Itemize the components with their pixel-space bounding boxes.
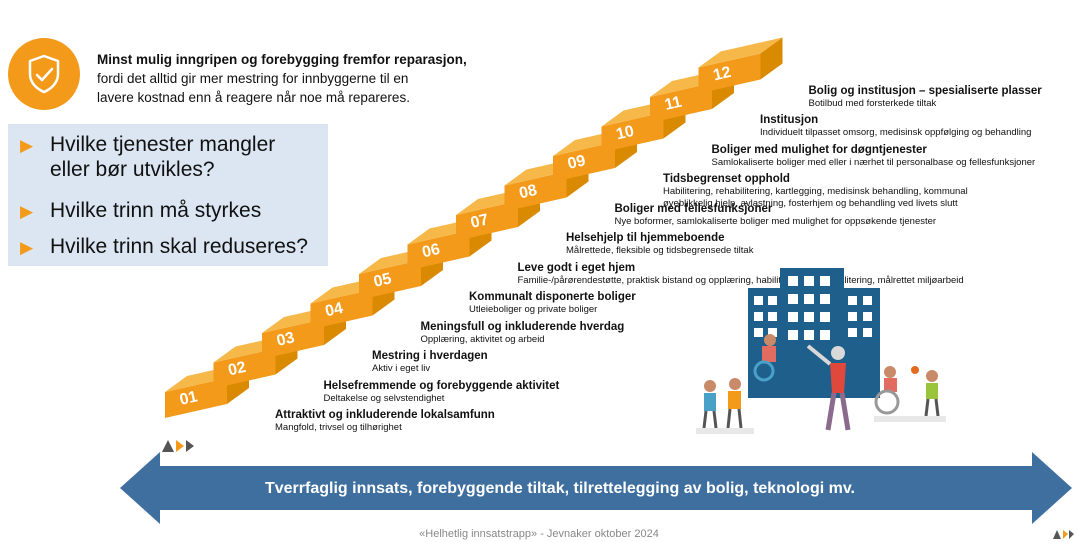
step-number: 03 <box>275 329 296 350</box>
intro-bold: Minst mulig inngripen og forebygging fre… <box>97 52 467 67</box>
shield-badge <box>8 38 80 110</box>
logo-icon <box>1053 530 1074 539</box>
questions-box: ▶ Hvilke tjenester mangler eller bør utv… <box>8 124 328 266</box>
step-number: 04 <box>324 300 345 321</box>
step-subtitle: Habilitering, rehabilitering, kartleggin… <box>663 186 968 197</box>
step-number: 08 <box>518 182 539 203</box>
building-windows <box>754 276 872 340</box>
step-subtitle: Nye boformer, samlokaliserte boliger med… <box>614 215 937 227</box>
step-title: Helsehjelp til hjemmeboende <box>566 232 725 244</box>
step-number: 01 <box>178 388 199 409</box>
logo-icon <box>162 440 194 452</box>
shield-check-icon <box>28 54 60 94</box>
step-label-12: Bolig og institusjon – spesialiserte pla… <box>809 85 1042 110</box>
buildings-illustration <box>696 268 946 434</box>
step-number: 09 <box>566 152 587 173</box>
step-title: Attraktivt og inkluderende lokalsamfunn <box>275 409 495 421</box>
step-title: Meningsfull og inkluderende hverdag <box>420 320 625 333</box>
step-title: Mestring i hverdagen <box>372 350 488 362</box>
step-title: Helsefremmende og forebyggende aktivitet <box>323 379 560 392</box>
step-12: 12 <box>698 37 783 94</box>
step-number: 12 <box>712 64 733 85</box>
step-subtitle: Familie-/pårørendestøtte, praktisk bista… <box>517 274 964 286</box>
step-title: Kommunalt disponerte boliger <box>469 291 636 303</box>
step-subtitle: Botilbud med forsterkede tiltak <box>808 97 937 109</box>
people-illustration <box>696 334 946 434</box>
step-subtitle: Opplæring, aktivitet og arbeid <box>420 333 545 345</box>
step-number: 02 <box>227 359 248 380</box>
step-title: Tidsbegrenset opphold <box>663 173 790 185</box>
step-subtitle-2: øyeblikkelig hjelp, avlastning, fosterhj… <box>663 198 958 209</box>
step-title: Institusjon <box>760 114 819 126</box>
step-title: Bolig og institusjon – spesialiserte pla… <box>808 84 1042 97</box>
step-number: 05 <box>372 270 393 291</box>
step-number: 11 <box>663 94 683 114</box>
question-2-line-1: Hvilke trinn må styrkes <box>50 199 262 222</box>
step-title: Leve godt i eget hjem <box>517 261 636 274</box>
step-subtitle: Målrettede, fleksible og tidsbegrensede … <box>566 245 754 256</box>
arrow-label: Tverrfaglig innsats, forebyggende tiltak… <box>264 480 855 497</box>
step-title: Boliger med mulighet for døgntjenester <box>711 143 927 156</box>
step-title: Boliger med fellesfunksjoner <box>614 202 773 215</box>
triangle-bullet-icon: ▶ <box>20 202 34 221</box>
intro-text: Minst mulig inngripen og forebygging fre… <box>97 50 497 107</box>
step-subtitle: Mangfold, trivsel og tilhørighet <box>275 422 402 433</box>
step-subtitle: Individuelt tilpasset omsorg, medisinsk … <box>760 127 1032 138</box>
building-right <box>840 288 880 398</box>
intro-line-2: fordi det alltid gir mer mestring for in… <box>97 71 409 86</box>
question-3-line-1: Hvilke trinn skal reduseres? <box>50 235 308 258</box>
step-subtitle: Deltakelse og selvstendighet <box>323 392 445 404</box>
step-number: 06 <box>421 241 442 262</box>
triangle-bullet-icon: ▶ <box>20 136 34 155</box>
question-1-line-2: eller bør utvikles? <box>50 158 215 181</box>
step-number: 10 <box>615 123 636 144</box>
step-label-02: Helsefremmende og forebyggende aktivitet… <box>324 380 560 405</box>
footer-caption: «Helhetlig innsatstrapp» - Jevnaker okto… <box>419 528 659 540</box>
step-subtitle: Utleieboliger og private boliger <box>469 304 598 315</box>
step-subtitle: Aktiv i eget liv <box>372 363 431 374</box>
question-1-line-1: Hvilke tjenester mangler <box>50 133 276 156</box>
step-number: 07 <box>469 211 490 232</box>
step-subtitle: Samlokaliserte boliger med eller i nærhe… <box>711 156 1036 168</box>
triangle-bullet-icon: ▶ <box>20 238 34 257</box>
double-arrow <box>120 452 1072 524</box>
intro-line-3: lavere kostnad enn å reagere når noe må … <box>97 90 410 105</box>
